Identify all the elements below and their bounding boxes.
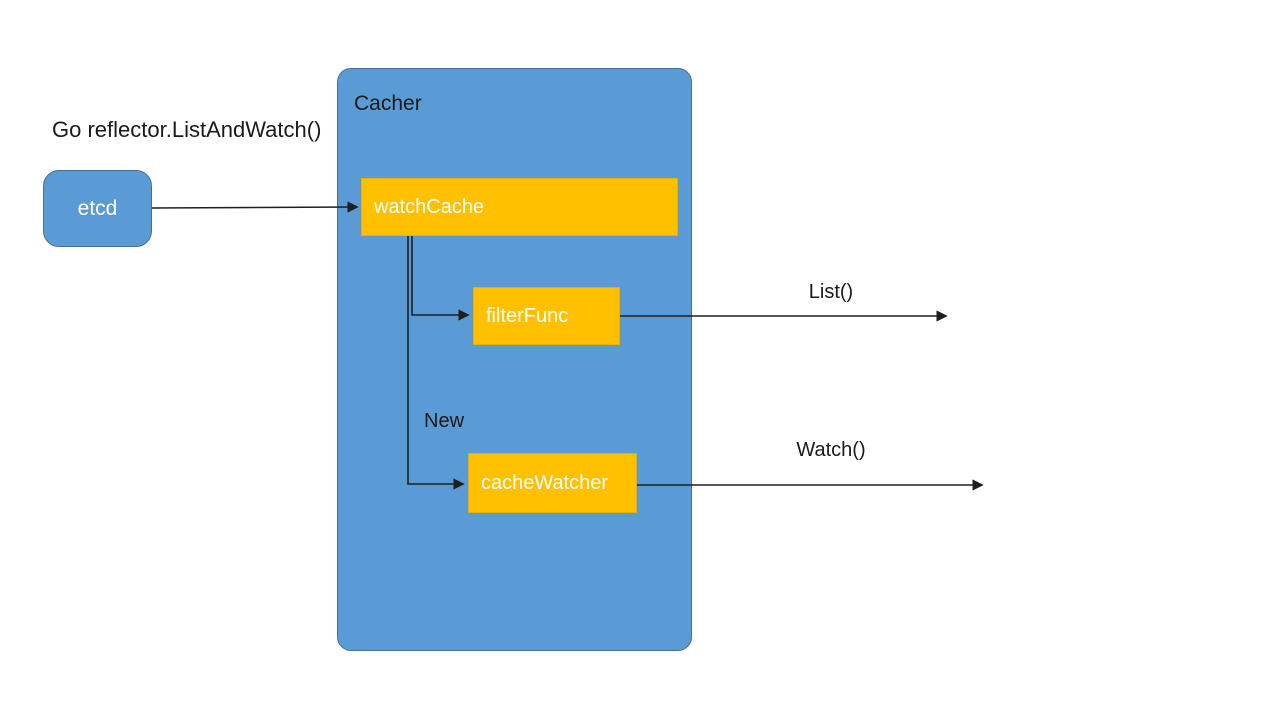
etcd-node: etcd xyxy=(43,170,152,247)
cachewatcher-node: cacheWatcher xyxy=(468,453,637,513)
cachewatcher-node-label: cacheWatcher xyxy=(481,471,609,494)
cacher-container: Cacher xyxy=(337,68,692,651)
filterfunc-node: filterFunc xyxy=(473,287,620,345)
list-edge-label: List() xyxy=(808,281,854,303)
watchcache-node: watchCache xyxy=(361,178,678,236)
watch-edge-label: Watch() xyxy=(796,439,866,461)
edge-etcd-to-watchcache xyxy=(151,201,359,213)
cacher-container-label: Cacher xyxy=(354,92,422,115)
go-reflector-listandwatch-label: Go reflector.ListAndWatch() xyxy=(52,117,322,142)
etcd-node-label: etcd xyxy=(77,196,118,220)
new-edge-label: New xyxy=(424,410,465,432)
watchcache-node-label: watchCache xyxy=(374,195,485,218)
filterfunc-node-label: filterFunc xyxy=(486,304,569,327)
